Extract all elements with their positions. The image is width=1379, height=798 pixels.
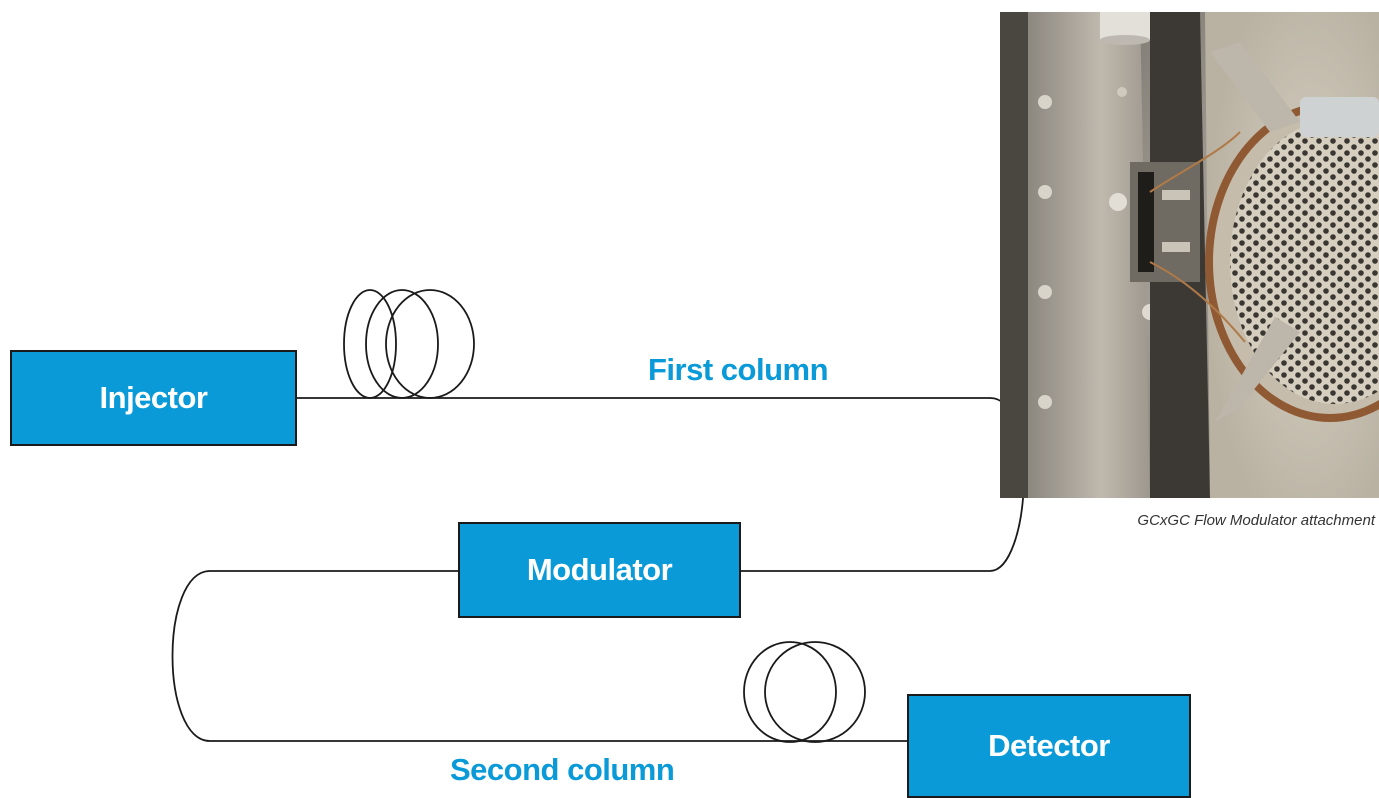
- detector-box: Detector: [907, 694, 1191, 798]
- first-column-coil-3: [385, 289, 475, 399]
- photo-caption: GCxGC Flow Modulator attachment: [1137, 512, 1375, 529]
- first-column-coil-2: [365, 289, 439, 399]
- first-column-coil-1: [343, 289, 397, 399]
- first-column-label: First column: [648, 352, 829, 387]
- second-column-label: Second column: [450, 752, 675, 787]
- modulator-label: Modulator: [526, 552, 673, 587]
- second-column-coil-1: [743, 641, 837, 743]
- injector-label: Injector: [99, 380, 208, 415]
- second-column-coil-2: [764, 641, 866, 743]
- modulator-box: Modulator: [458, 522, 741, 618]
- detector-label: Detector: [988, 728, 1110, 763]
- flow-modulator-photo: [1000, 12, 1379, 498]
- second-column-line: [171, 570, 908, 742]
- injector-box: Injector: [10, 350, 297, 446]
